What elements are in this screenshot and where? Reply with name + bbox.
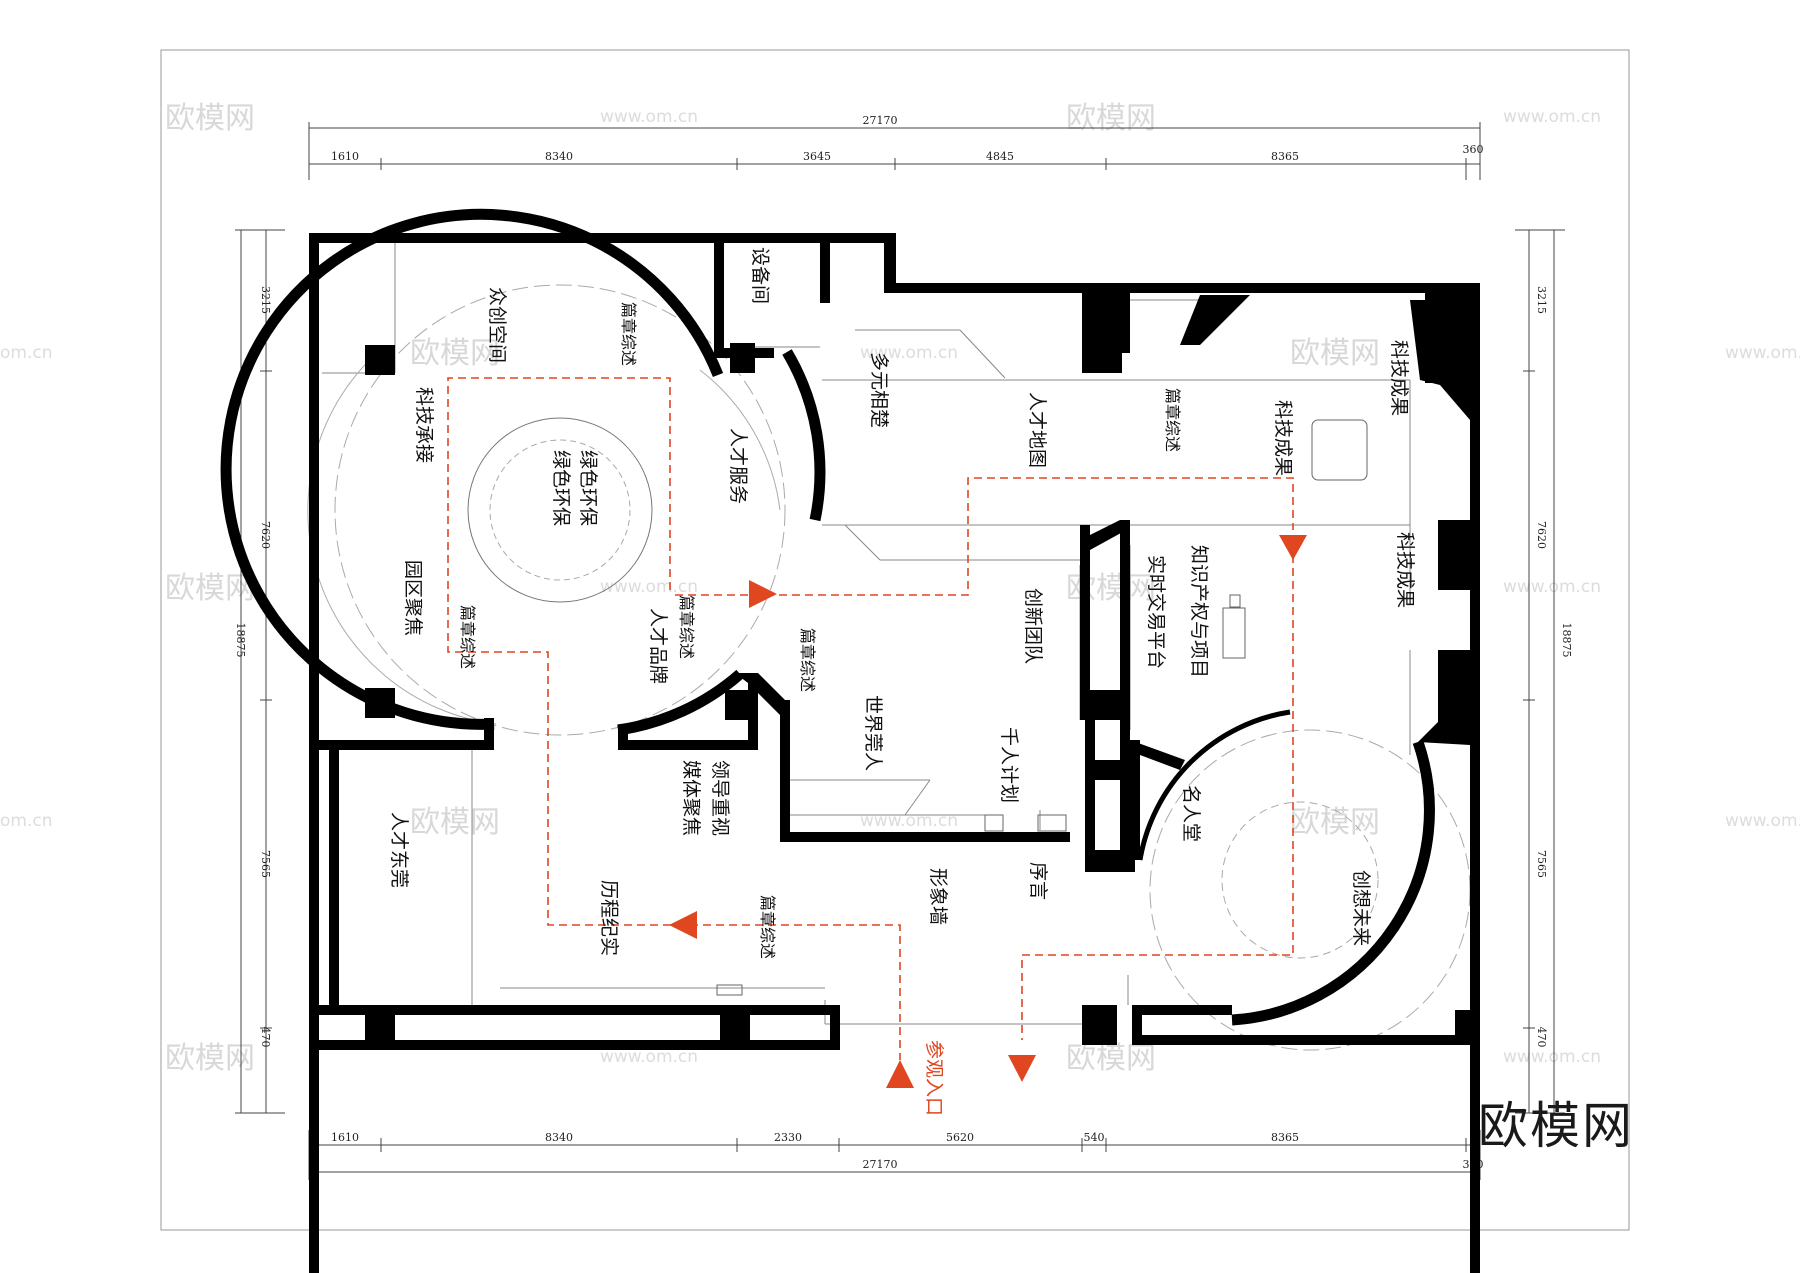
- sheet-frame: [160, 49, 1630, 1231]
- label-green-env: 绿色环保: [577, 450, 599, 526]
- watermark-brand: 欧模网: [165, 1041, 255, 1076]
- label-green-env: 绿色环保: [550, 450, 572, 526]
- dim-bottom-seg: 8365: [1271, 1131, 1299, 1144]
- route-arrow-icon: [749, 580, 777, 608]
- label-create-future: 创想未来: [1350, 870, 1372, 946]
- label-chapter-overview: 篇章综述: [758, 895, 777, 959]
- watermark-url: www.om.cn: [860, 811, 958, 831]
- left-rotunda: [220, 208, 826, 736]
- dim-left-total: 18875: [234, 623, 247, 658]
- route-arrow-icon: [1279, 535, 1307, 560]
- label-tech-achievements: 科技成果: [1394, 532, 1416, 608]
- label-media-focus: 媒体聚焦: [680, 760, 702, 836]
- dim-left-seg: 470: [259, 1027, 272, 1048]
- dim-bottom-total: 27170: [863, 1158, 898, 1171]
- label-talent-map: 人才地图: [1026, 392, 1048, 468]
- dim-right-seg: 7565: [1535, 850, 1548, 878]
- watermark-brand: 欧模网: [1066, 1041, 1156, 1076]
- dimension-lines: [235, 122, 1565, 1180]
- dim-bottom-seg: 2330: [774, 1131, 802, 1144]
- furniture: [716, 419, 1368, 996]
- label-chapter-overview: 篇章综述: [458, 605, 477, 669]
- route-arrow-icon: [886, 1060, 914, 1088]
- label-history: 历程纪实: [598, 880, 620, 956]
- label-talent-dongguan: 人才东莞: [388, 812, 410, 888]
- label-diverse-meet: 多元相楚: [868, 352, 890, 428]
- label-park-focus: 园区聚焦: [402, 560, 424, 636]
- label-world-dg: 世界莞人: [862, 695, 884, 771]
- dim-top-seg: 1610: [331, 150, 359, 163]
- visit-route: [447, 377, 1294, 1060]
- dim-top-seg: 4845: [986, 150, 1014, 163]
- dim-top-seg: 3645: [803, 150, 831, 163]
- label-tech-undertaking: 科技承接: [413, 387, 435, 463]
- dim-right-seg: 470: [1535, 1027, 1548, 1048]
- label-tech-achievements: 科技成果: [1388, 340, 1410, 416]
- dimension-labels: 27170 1610 8340 3645 4845 8365 360 1610 …: [234, 114, 1573, 1171]
- watermark-brand: 欧模网: [410, 336, 500, 371]
- label-leader-focus: 领导重视: [709, 760, 731, 836]
- right-rotunda: [1137, 709, 1471, 1051]
- label-ip-platform: 知识产权与项目: [1188, 545, 1210, 678]
- watermark-url: www.om.cn: [600, 577, 698, 597]
- label-innovation-team: 创新团队: [1022, 588, 1044, 664]
- watermark-url: om.cn: [0, 343, 53, 363]
- watermark-brand: 欧模网: [165, 571, 255, 606]
- label-ip-platform: 实时交易平台: [1145, 555, 1167, 669]
- label-thousand-plan: 千人计划: [998, 727, 1020, 803]
- watermark-brand: 欧模网: [1290, 336, 1380, 371]
- dim-bottom-seg: 1610: [331, 1131, 359, 1144]
- label-talent-service: 人才服务: [727, 428, 749, 504]
- watermark-url: www.om.cn: [1503, 577, 1601, 597]
- watermark-url: www.om.cn: [600, 1047, 698, 1067]
- dim-left-seg: 7620: [259, 521, 272, 549]
- dim-right-seg: 3215: [1535, 286, 1548, 314]
- watermark-url: www.om.cn: [860, 343, 958, 363]
- dim-right-seg: 7620: [1535, 521, 1548, 549]
- label-talent-brand: 人才品牌: [647, 608, 669, 684]
- dim-left-seg: 7565: [259, 850, 272, 878]
- label-chapter-overview: 篇章综述: [677, 595, 696, 659]
- route-arrows: [669, 535, 1307, 1088]
- watermark-brand: 欧模网: [410, 805, 500, 840]
- dim-bottom-seg: 540: [1084, 1131, 1105, 1144]
- dim-right-total: 18875: [1560, 623, 1573, 658]
- watermark-brand: 欧模网: [1066, 101, 1156, 136]
- watermark-url: www.om.cn: [600, 107, 698, 127]
- brand-watermark: 欧模网: [1478, 1097, 1634, 1155]
- watermark-url: www.om.cn: [1503, 1047, 1601, 1067]
- room-labels: 设备间 众创空间 篇章综述 科技承接 绿色环保 绿色环保 人才服务 园区聚焦 篇…: [388, 247, 1416, 1116]
- route-arrow-icon: [669, 911, 697, 939]
- watermark-url: www.om.cn: [1725, 811, 1800, 831]
- watermark-brand: 欧模网: [165, 101, 255, 136]
- watermarks: 欧模网 www.om.cn 欧模网 www.om.cn om.cn 欧模网 ww…: [0, 101, 1800, 1076]
- label-celebrity-hall: 名人堂: [1180, 785, 1202, 842]
- walls: [309, 233, 1480, 1273]
- dim-top-seg: 360: [1463, 143, 1484, 156]
- label-chapter-overview: 篇章综述: [619, 302, 638, 366]
- route-arrow-icon: [1008, 1055, 1036, 1082]
- label-image-wall: 形象墙: [927, 868, 949, 925]
- label-entrance: 参观入口: [923, 1040, 945, 1116]
- dim-left-seg: 3215: [259, 286, 272, 314]
- dim-top-total: 27170: [863, 114, 898, 127]
- watermark-url: www.om.cn: [1503, 107, 1601, 127]
- label-chapter-overview: 篇章综述: [1163, 388, 1182, 452]
- watermark-url: om.cn: [0, 811, 53, 831]
- dim-top-seg: 8365: [1271, 150, 1299, 163]
- dim-top-seg: 8340: [545, 150, 573, 163]
- dim-bottom-seg: 5620: [946, 1131, 974, 1144]
- label-equipment-room: 设备间: [749, 247, 771, 304]
- dim-bottom-seg: 8340: [545, 1131, 573, 1144]
- label-chapter-overview: 篇章综述: [798, 628, 817, 692]
- label-tech-achievements: 科技成果: [1272, 400, 1294, 476]
- label-maker-space: 众创空间: [486, 287, 508, 363]
- watermark-url: www.om.cn: [1725, 343, 1800, 363]
- label-preface: 序言: [1027, 862, 1049, 900]
